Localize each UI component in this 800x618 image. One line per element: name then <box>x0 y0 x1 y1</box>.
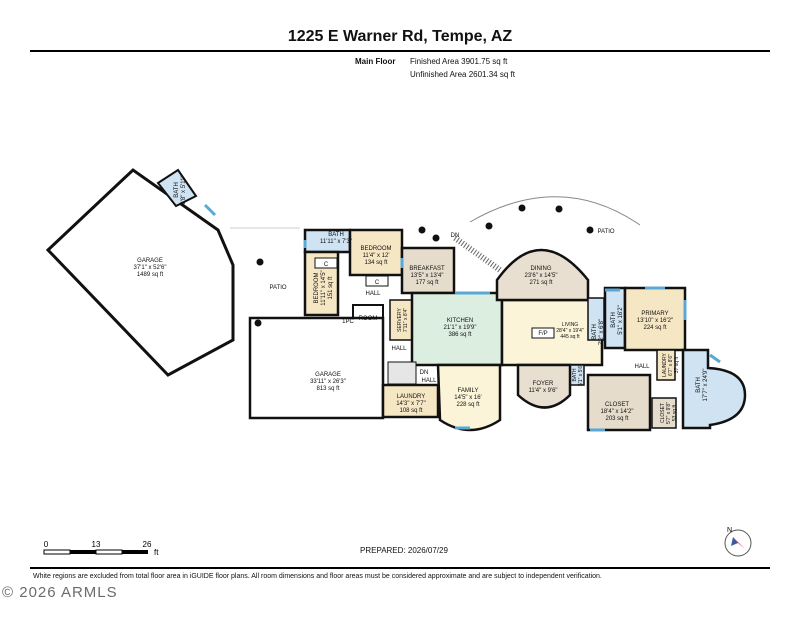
laundry2-label: LAUNDRY6'7" x 8'6"37 sq ft <box>662 352 680 376</box>
patio-columns <box>254 204 594 327</box>
patio2-label: PATIO <box>597 229 614 235</box>
servery-label: SERVERY7'11" x 8'4" <box>397 307 409 332</box>
scale-tick-26: 26 <box>143 540 152 549</box>
closet-c1-label: C <box>324 262 329 268</box>
closet-c2-label: C <box>375 280 380 286</box>
hall4-label: HALL <box>634 364 650 370</box>
footer-divider <box>30 567 770 569</box>
breakfast-fill <box>400 246 456 295</box>
bedroom2-label: BEDROOM11'11" x 14'5"151 sq ft <box>314 270 334 305</box>
laundry2-fill <box>656 349 676 381</box>
floor-label: Main Floor <box>355 57 396 66</box>
copyright-text: 2026 ARMLS <box>19 584 118 601</box>
bath-mid-label: BATH5'1" x 16'2" <box>611 305 624 335</box>
patio1-label: PATIO <box>269 285 286 291</box>
copyright-watermark: © 2026 ARMLS <box>2 584 118 601</box>
foyer-fill <box>516 363 572 409</box>
prepared-date: PREPARED: 2026/07/29 <box>360 546 448 555</box>
scale-tick-13: 13 <box>92 540 101 549</box>
bath-small-label: BATH6'8" x 5'11" <box>174 175 187 204</box>
compass-north-label: N <box>727 527 732 534</box>
dn2-label: DN <box>420 370 429 376</box>
patio-arc <box>469 196 641 226</box>
fireplace <box>531 327 555 339</box>
scale-tick-0: 0 <box>44 540 49 549</box>
closet2-fill <box>651 397 677 429</box>
dn1-label: DN <box>451 233 460 239</box>
bath-small-fill <box>156 168 198 208</box>
garage-small-outline <box>248 316 385 420</box>
fireplace-label: F/P <box>538 331 547 337</box>
closet1-fill <box>586 373 652 432</box>
laundry1-fill <box>381 383 440 419</box>
stair-outside <box>453 235 502 273</box>
page-title: 1225 E Warner Rd, Tempe, AZ <box>287 28 513 45</box>
garage-big-outline <box>45 168 235 377</box>
stair <box>387 361 417 385</box>
closet-c1 <box>314 257 338 269</box>
hall3-label: HALL <box>421 378 437 384</box>
bath-primary-fill <box>681 348 747 430</box>
hall1-label: HALL <box>365 291 381 297</box>
closet2-label: CLOSET5'7" x 9'8"53 sq ft <box>660 402 678 424</box>
finished-area: Finished Area 3901.75 sq ft <box>410 57 508 66</box>
powder-label: 1PC <box>342 319 354 325</box>
bath-narrow-label: BATH7'2" x 6'8" <box>592 319 605 345</box>
family-fill <box>436 363 502 432</box>
scale-bar: 0 13 26 ft <box>43 540 159 557</box>
windows <box>203 203 721 432</box>
hall2-label: HALL <box>391 346 407 352</box>
compass-icon: N <box>724 527 752 557</box>
disclaimer: White regions are excluded from total fl… <box>33 573 602 580</box>
bath-primary-label: BATH17'7" x 24'9" <box>696 369 709 402</box>
closet-c2 <box>365 275 389 287</box>
dining-fill <box>495 248 590 302</box>
room-label: ROOM <box>359 316 378 322</box>
scale-unit: ft <box>154 548 159 557</box>
bath-foyer-label: BATH5'1" x 5'6" <box>572 364 584 386</box>
title-divider <box>30 50 770 52</box>
unfinished-area: Unfinished Area 2601.34 sq ft <box>410 70 515 79</box>
